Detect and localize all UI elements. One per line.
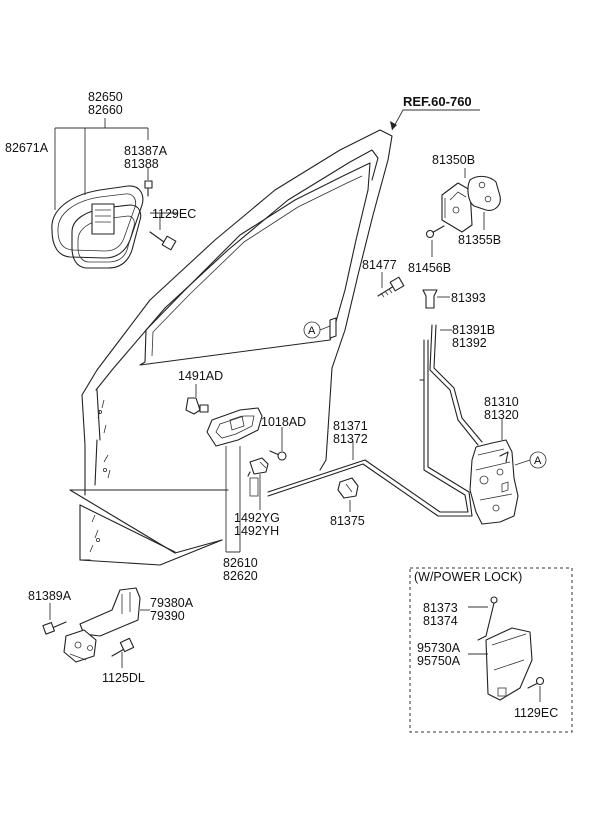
label-81389A: 81389A [28, 589, 72, 603]
label-81371: 81371 [333, 419, 368, 433]
bolt-1125DL [111, 637, 135, 657]
window-glass [139, 162, 371, 366]
door-hinge [63, 587, 141, 663]
bolt-81477 [377, 276, 405, 298]
actuator-rod [477, 596, 498, 641]
label-81310: 81310 [484, 395, 519, 409]
leaders-82650 [54, 118, 149, 210]
bolt-81456B [425, 225, 445, 239]
label-95730A: 95730A [417, 641, 461, 655]
lock-rod-81371 [267, 339, 473, 517]
label-81355B: 81355B [458, 233, 501, 247]
callout-A-latch: A [514, 451, 547, 469]
label-82660: 82660 [88, 103, 123, 117]
door-lock-actuator [485, 627, 533, 701]
label-81391B: 81391B [452, 323, 495, 337]
outside-handle [51, 185, 144, 269]
pin-81393 [422, 289, 438, 309]
label-81456B: 81456B [408, 261, 451, 275]
screw-1018AD [269, 450, 287, 461]
label-1018AD: 1018AD [261, 415, 306, 429]
clip-1491AD [185, 397, 209, 415]
label-1491AD: 1491AD [178, 369, 223, 383]
reference-label: REF.60-760 [403, 94, 472, 109]
label-95750A: 95750A [417, 654, 461, 668]
bolt-1129EC-top [149, 231, 177, 251]
label-1129EC-inset: 1129EC [514, 706, 558, 720]
rod-clip-1492YG [247, 457, 269, 497]
label-82620: 82620 [223, 569, 258, 583]
label-81350B: 81350B [432, 153, 475, 167]
door-lower-panel [69, 399, 229, 566]
label-82610: 82610 [223, 556, 258, 570]
label-82650: 82650 [88, 90, 123, 104]
label-81375: 81375 [330, 514, 365, 528]
door-latch [469, 439, 519, 525]
inside-handle [206, 407, 263, 447]
bolt-81389A [42, 621, 67, 635]
label-81392: 81392 [452, 336, 487, 350]
label-81320: 81320 [484, 408, 519, 422]
label-1492YH: 1492YH [234, 524, 279, 538]
screw-81387A [144, 180, 153, 197]
leader-1129EC-top [150, 212, 178, 230]
lock-rod-81391B [429, 324, 483, 446]
striker-bracket [441, 175, 501, 233]
inset-title: (W/POWER LOCK) [414, 570, 522, 584]
callout-A-door: A [303, 317, 337, 339]
label-79380A: 79380A [150, 596, 194, 610]
leader-82610 [225, 446, 241, 553]
screw-1129EC-inset [527, 676, 545, 689]
label-81374: 81374 [423, 614, 458, 628]
callout-A-latch-letter: A [534, 455, 542, 467]
label-1125DL: 1125DL [102, 671, 145, 685]
power-lock-inset-frame [409, 567, 573, 733]
label-79390: 79390 [150, 609, 185, 623]
label-81393: 81393 [451, 291, 486, 305]
label-81387A: 81387A [124, 144, 168, 158]
reference-arrow [390, 109, 480, 131]
label-1492YG: 1492YG [234, 511, 280, 525]
label-81388: 81388 [124, 157, 159, 171]
label-81372: 81372 [333, 432, 368, 446]
label-82671A: 82671A [5, 141, 49, 155]
label-81373: 81373 [423, 601, 458, 615]
label-81477: 81477 [362, 258, 397, 272]
clip-81375 [337, 477, 359, 499]
callout-A-door-letter: A [308, 325, 316, 337]
label-1129EC-top: 1129EC [152, 207, 196, 221]
